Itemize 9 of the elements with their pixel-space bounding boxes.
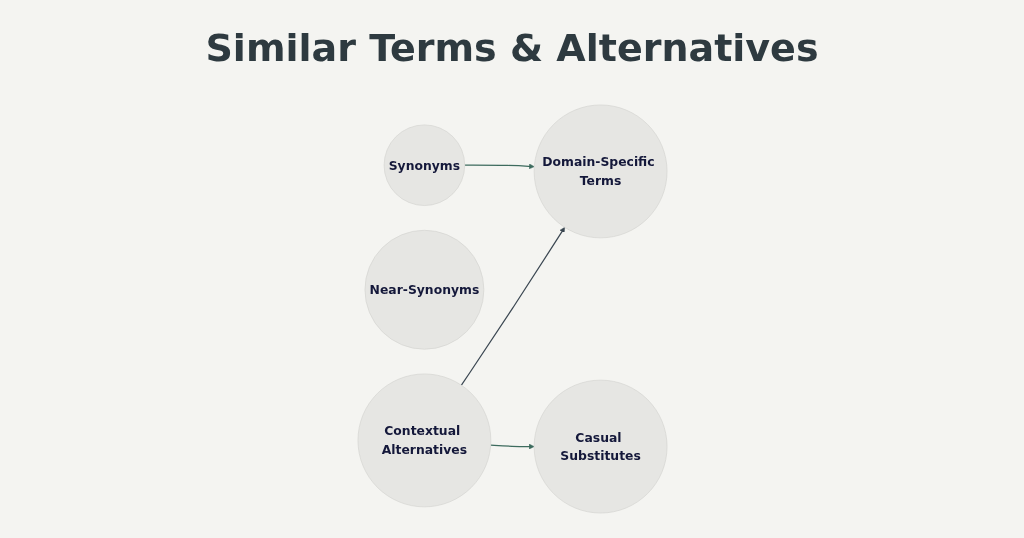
node-circle: Synonyms bbox=[383, 124, 465, 206]
node-circle: Domain-Specific Terms bbox=[533, 104, 667, 239]
arrow bbox=[463, 163, 535, 170]
arrow bbox=[460, 227, 565, 386]
node-circle: Casual Substitutes bbox=[533, 379, 667, 514]
node-circle: Contextual Alternatives bbox=[357, 373, 491, 508]
title: Similar Terms & Alternatives bbox=[205, 26, 819, 70]
node-circle: Near-Synonyms bbox=[364, 229, 484, 350]
arrow bbox=[489, 443, 534, 450]
